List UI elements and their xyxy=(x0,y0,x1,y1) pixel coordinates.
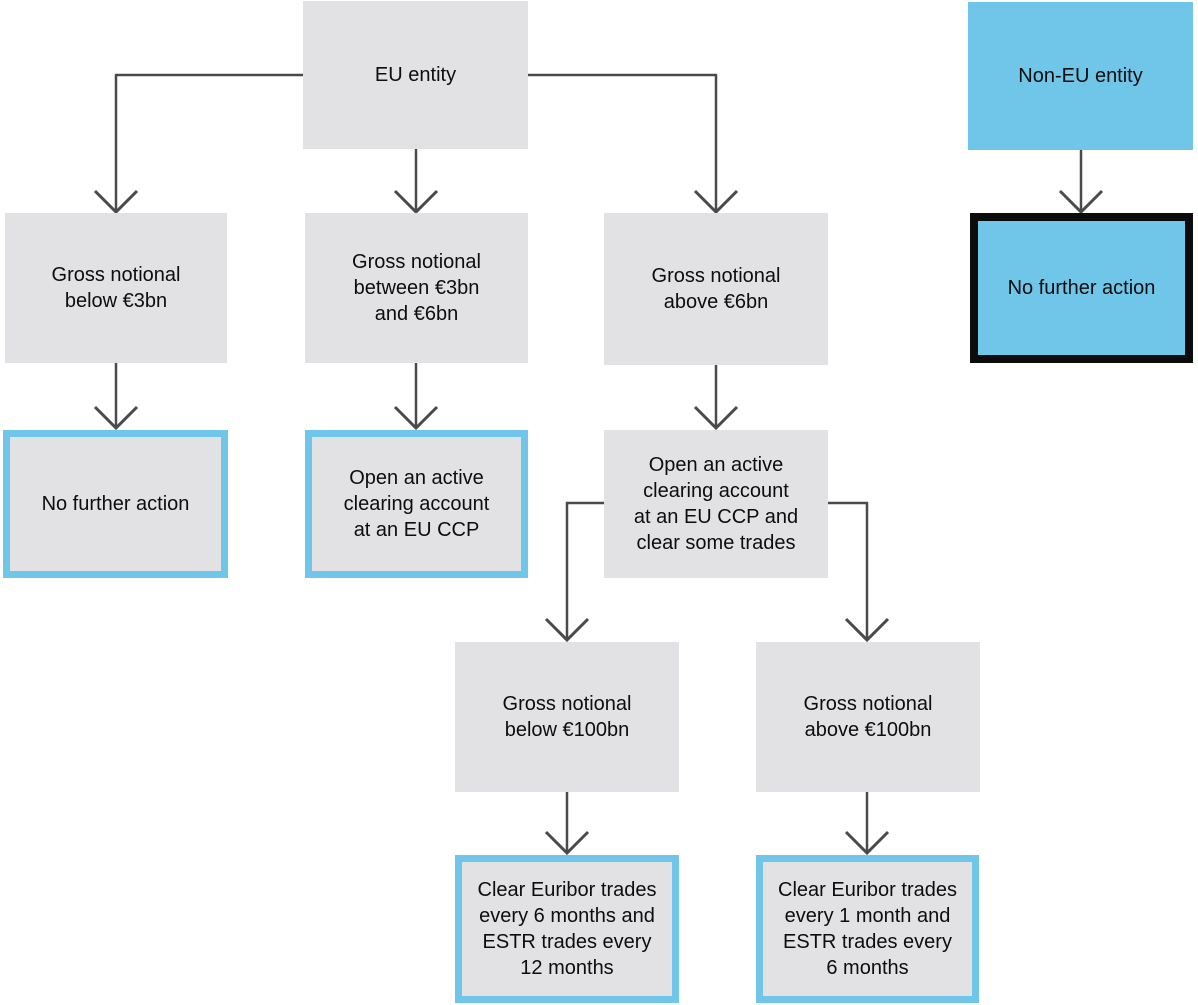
edge-between-3bn-6bn-to-open-account xyxy=(393,363,439,431)
arrow-down-icon xyxy=(844,830,890,856)
node-no-further-action-non-eu: No further action xyxy=(970,213,1193,363)
node-gross-notional-above-6bn: Gross notional above €6bn xyxy=(604,213,828,365)
node-gross-notional-below-100bn: Gross notional below €100bn xyxy=(455,642,679,792)
node-label: Non-EU entity xyxy=(1018,65,1143,87)
node-gross-notional-below-3bn: Gross notional below €3bn xyxy=(5,213,227,363)
node-label: Open an active clearing account at an EU… xyxy=(633,454,799,554)
node-gross-notional-above-100bn: Gross notional above €100bn xyxy=(756,642,980,792)
edge-non-eu-to-no-further-action xyxy=(1058,150,1104,215)
edge-eu-entity-to-above-6bn xyxy=(528,73,739,215)
node-clear-euribor-6m-estr-12m: Clear Euribor trades every 6 months and … xyxy=(455,855,679,1003)
node-label: Clear Euribor trades every 1 month and E… xyxy=(778,879,957,979)
edge-open-account-clear-to-below-100bn xyxy=(544,501,604,643)
edge-eu-entity-to-between-3bn-6bn xyxy=(393,149,439,215)
arrow-down-icon xyxy=(844,617,890,643)
edge-above-100bn-to-clear-1m-6m xyxy=(844,792,890,856)
arrow-down-icon xyxy=(693,405,739,431)
arrow-down-icon xyxy=(393,405,439,431)
arrow-down-icon xyxy=(693,189,739,215)
node-label: EU entity xyxy=(374,64,457,86)
node-label: Gross notional above €100bn xyxy=(803,693,933,741)
node-label: Open an active clearing account at an EU… xyxy=(343,467,490,541)
node-gross-notional-between-3bn-6bn: Gross notional between €3bn and €6bn xyxy=(305,213,528,363)
node-label: Gross notional below €100bn xyxy=(502,693,632,741)
arrow-down-icon xyxy=(93,189,139,215)
node-open-clearing-account-clear-trades: Open an active clearing account at an EU… xyxy=(604,430,828,578)
edge-below-3bn-to-no-further-action xyxy=(93,363,139,431)
node-label: Clear Euribor trades every 6 months and … xyxy=(477,879,657,979)
node-no-further-action-eu: No further action xyxy=(3,430,228,578)
arrow-down-icon xyxy=(1058,189,1104,215)
node-label: Gross notional below €3bn xyxy=(51,264,181,312)
node-open-clearing-account: Open an active clearing account at an EU… xyxy=(305,430,528,578)
edge-eu-entity-to-below-3bn xyxy=(93,73,303,215)
node-label: No further action xyxy=(1007,277,1156,299)
arrow-down-icon xyxy=(393,189,439,215)
node-non-eu-entity: Non-EU entity xyxy=(968,2,1193,150)
edge-above-6bn-to-open-account-clear xyxy=(693,365,739,431)
arrow-down-icon xyxy=(93,405,139,431)
edge-below-100bn-to-clear-6m-12m xyxy=(544,792,590,856)
arrow-down-icon xyxy=(544,830,590,856)
node-label: Gross notional above €6bn xyxy=(651,265,781,313)
arrow-down-icon xyxy=(544,617,590,643)
edge-open-account-clear-to-above-100bn xyxy=(828,501,890,643)
node-label: No further action xyxy=(41,493,190,515)
node-label: Gross notional between €3bn and €6bn xyxy=(352,251,481,325)
node-eu-entity: EU entity xyxy=(303,1,528,149)
node-clear-euribor-1m-estr-6m: Clear Euribor trades every 1 month and E… xyxy=(756,855,979,1003)
